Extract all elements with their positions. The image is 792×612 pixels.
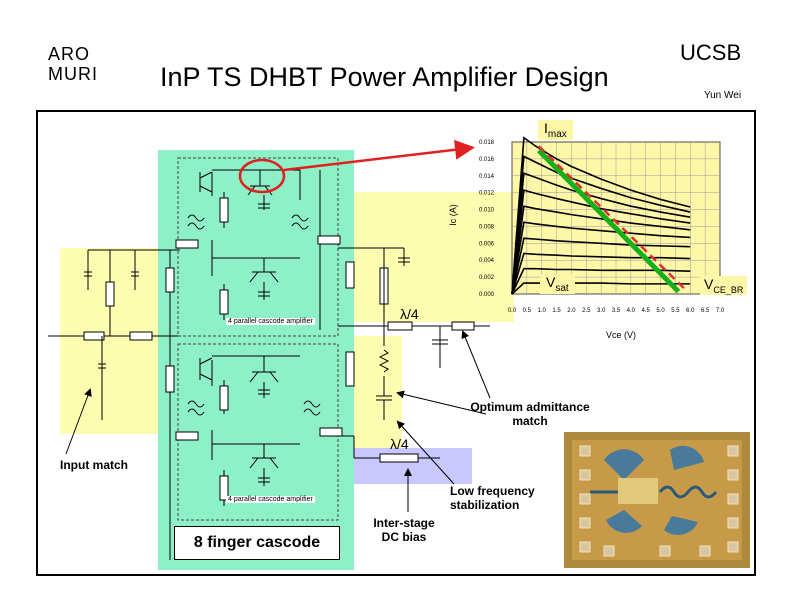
- chart-y-tick-label: 0.018: [479, 140, 495, 146]
- cascode-upper: [175, 169, 341, 330]
- cascode-region: [158, 150, 354, 570]
- optimum-arrow-2: [396, 390, 487, 415]
- chart-series-line: [511, 237, 691, 295]
- chart-x-tick-label: 6.5: [701, 308, 710, 314]
- chart-series-line: [511, 221, 691, 295]
- org-line-1: ARO: [48, 44, 91, 64]
- chart-x-tick-label: 6.0: [686, 308, 695, 314]
- chart-x-tick-label: 2.0: [567, 308, 576, 314]
- chart-x-tick-label: 4.0: [627, 308, 636, 314]
- vsat-label: Vsat: [540, 274, 575, 294]
- imax-sub: max: [547, 128, 567, 140]
- chart-y-tick-label: 0.006: [479, 241, 495, 247]
- interstage-bias-region: [354, 448, 472, 484]
- output-match-network: [338, 247, 490, 463]
- chart-series-line: [511, 252, 691, 295]
- quarter-wave-label-output: λ/4: [400, 306, 419, 322]
- interstage-match-region: [354, 336, 402, 448]
- chart-x-tick-label: 3.5: [612, 308, 621, 314]
- org-label: ARO MURI: [48, 44, 98, 84]
- chart-x-tick-label: 4.5: [642, 308, 651, 314]
- transistor-highlight-circle: [238, 158, 286, 194]
- chart-x-tick-label: 1.0: [538, 308, 547, 314]
- input-match-label: Input match: [60, 458, 128, 472]
- chart-x-axis-label: Vce (V): [606, 330, 637, 340]
- vcebr-main: V: [704, 276, 714, 292]
- cascode-label-upper: 4 parallel cascode amplifier: [226, 318, 315, 325]
- highlight-arrow: [283, 139, 475, 172]
- die-photo: [564, 432, 750, 568]
- chart-x-tick-label: 1.5: [552, 308, 561, 314]
- chart-y-tick-label: 0.000: [479, 292, 495, 298]
- cascode-box-label: 8 finger cascode: [174, 526, 340, 560]
- chart-x-tick-label: 3.0: [597, 308, 606, 314]
- chart-x-tick-label: 5.5: [671, 308, 680, 314]
- vsat-sub: sat: [555, 282, 569, 294]
- chart-y-tick-labels: 0.000 0.002 0.004 0.006 0.008 0.010 0.012 0.014…: [479, 140, 495, 298]
- author-label: Yun Wei: [704, 90, 742, 101]
- chart-y-tick-label: 0.016: [479, 157, 495, 163]
- page-title: InP TS DHBT Power Amplifier Design: [160, 62, 609, 92]
- chart-x-tick-labels: 0.0 0.5 1.0 1.5 2.0 2.5 3.0 3.5 4.0 4.5 5.0 5.5 6.0 6…: [508, 308, 725, 314]
- chart-series-line: [511, 172, 691, 295]
- org-line-2: MURI: [48, 64, 98, 84]
- chart-y-tick-label: 0.010: [479, 208, 495, 214]
- chart-x-tick-label: 2.5: [582, 308, 591, 314]
- cascode-label-lower: 4 parallel cascode amplifier: [226, 496, 315, 503]
- chart-load-lines: [536, 145, 689, 294]
- quarter-wave-label-interstage: λ/4: [390, 436, 409, 452]
- chart-x-tick-label: 0.0: [508, 308, 517, 314]
- low-frequency-label: Low frequency stabilization: [450, 484, 535, 512]
- slide-frame: [36, 110, 756, 576]
- chart-y-tick-label: 0.002: [479, 275, 495, 281]
- chart-y-tick-label: 0.008: [479, 224, 495, 230]
- chart-y-tick-label: 0.012: [479, 191, 495, 197]
- optimum-arrow: [461, 330, 491, 399]
- chart-y-tick-label: 0.004: [479, 258, 495, 264]
- chart-series-line: [511, 189, 691, 295]
- optimum-admittance-label: Optimum admittance match: [470, 400, 590, 428]
- low-freq-arrow: [396, 420, 455, 485]
- input-match-arrow: [65, 388, 92, 455]
- institution-label: UCSB: [680, 40, 742, 65]
- vsat-main: V: [546, 274, 556, 290]
- vcebr-label: VCE_BR: [700, 276, 748, 295]
- cascode-lower: [175, 355, 343, 506]
- interstage-bias-label: Inter-stage DC bias: [373, 516, 435, 544]
- chart-series-line: [511, 205, 691, 295]
- chart-x-tick-label: 5.0: [656, 308, 665, 314]
- chart-load-line-green: [536, 148, 681, 294]
- chart-series-line: [511, 136, 691, 295]
- vcebr-sub: CE_BR: [713, 284, 744, 295]
- chart-series-line: [511, 267, 691, 295]
- imax-main: I: [544, 120, 548, 136]
- imax-label: Imax: [538, 120, 573, 140]
- chart-y-axis-label: Ic (A): [447, 204, 458, 226]
- chart-x-tick-label: 0.5: [523, 308, 532, 314]
- input-match-network: [48, 249, 180, 560]
- chart-x-tick-label: 7.0: [716, 308, 725, 314]
- chart-load-line-red: [537, 145, 689, 293]
- chart-y-tick-label: 0.014: [479, 174, 495, 180]
